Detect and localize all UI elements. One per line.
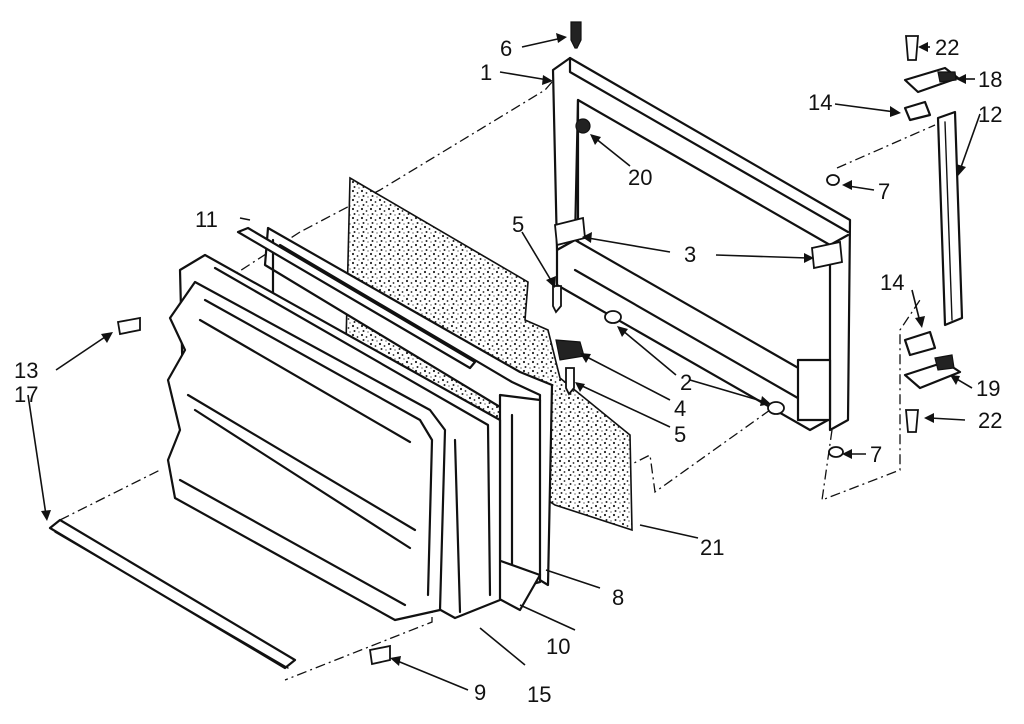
plug-7-top: [826, 174, 840, 186]
lower-hinge-pin-plate: [903, 330, 937, 357]
trim-strips: [48, 226, 477, 670]
callout-20: 20: [628, 165, 652, 190]
callout-22-top: 22: [935, 35, 959, 60]
screw-6: [570, 21, 582, 49]
callout-22-bottom: 22: [978, 408, 1002, 433]
callout-10: 10: [546, 634, 570, 659]
callout-6: 6: [500, 36, 512, 61]
callout-5-upper: 5: [512, 212, 524, 237]
callout-12: 12: [978, 102, 1002, 127]
upper-hinge-pin-plate: [903, 100, 932, 122]
callout-14-bottom: 14: [880, 270, 904, 295]
callout-2: 2: [680, 370, 692, 395]
door-handle: [936, 110, 964, 327]
callout-15: 15: [527, 682, 551, 707]
screw-5-upper: [552, 285, 562, 314]
callout-labels: 6 1 22 18 14 12 20 7 11 5 3 14 13 17 2 4…: [14, 35, 1002, 707]
callout-18: 18: [978, 67, 1002, 92]
door-frame: [551, 56, 852, 432]
callout-1: 1: [480, 60, 492, 85]
screw-5-lower: [565, 367, 575, 396]
screw-13: [116, 316, 141, 336]
stop-2-right: [767, 401, 785, 415]
callout-17: 17: [14, 382, 38, 407]
inner-door-liner: [166, 253, 502, 622]
door-handle-assembly: [903, 66, 964, 390]
callout-8: 8: [612, 585, 624, 610]
callout-9: 9: [474, 680, 486, 705]
screw-22-top: [905, 35, 919, 61]
plug-7-bottom: [828, 446, 844, 458]
stop-2-left: [604, 310, 622, 324]
callout-19: 19: [976, 376, 1000, 401]
leader-lines: [27, 33, 981, 691]
hinge-bracket-right: [811, 240, 843, 270]
screw-22-bottom: [905, 409, 919, 433]
callout-14-top: 14: [808, 90, 832, 115]
callout-7-top: 7: [878, 179, 890, 204]
callout-7-bottom: 7: [870, 442, 882, 467]
callout-3: 3: [684, 242, 696, 267]
callout-13: 13: [14, 358, 38, 383]
callout-11: 11: [195, 207, 218, 232]
callout-5-lower: 5: [674, 422, 686, 447]
callout-21: 21: [700, 535, 724, 560]
top-trim-strip: [236, 226, 477, 370]
bumper-20: [575, 118, 591, 134]
callout-4: 4: [674, 396, 686, 421]
hardware: [116, 21, 919, 666]
part-4: [555, 339, 585, 361]
screw-9: [368, 644, 391, 666]
